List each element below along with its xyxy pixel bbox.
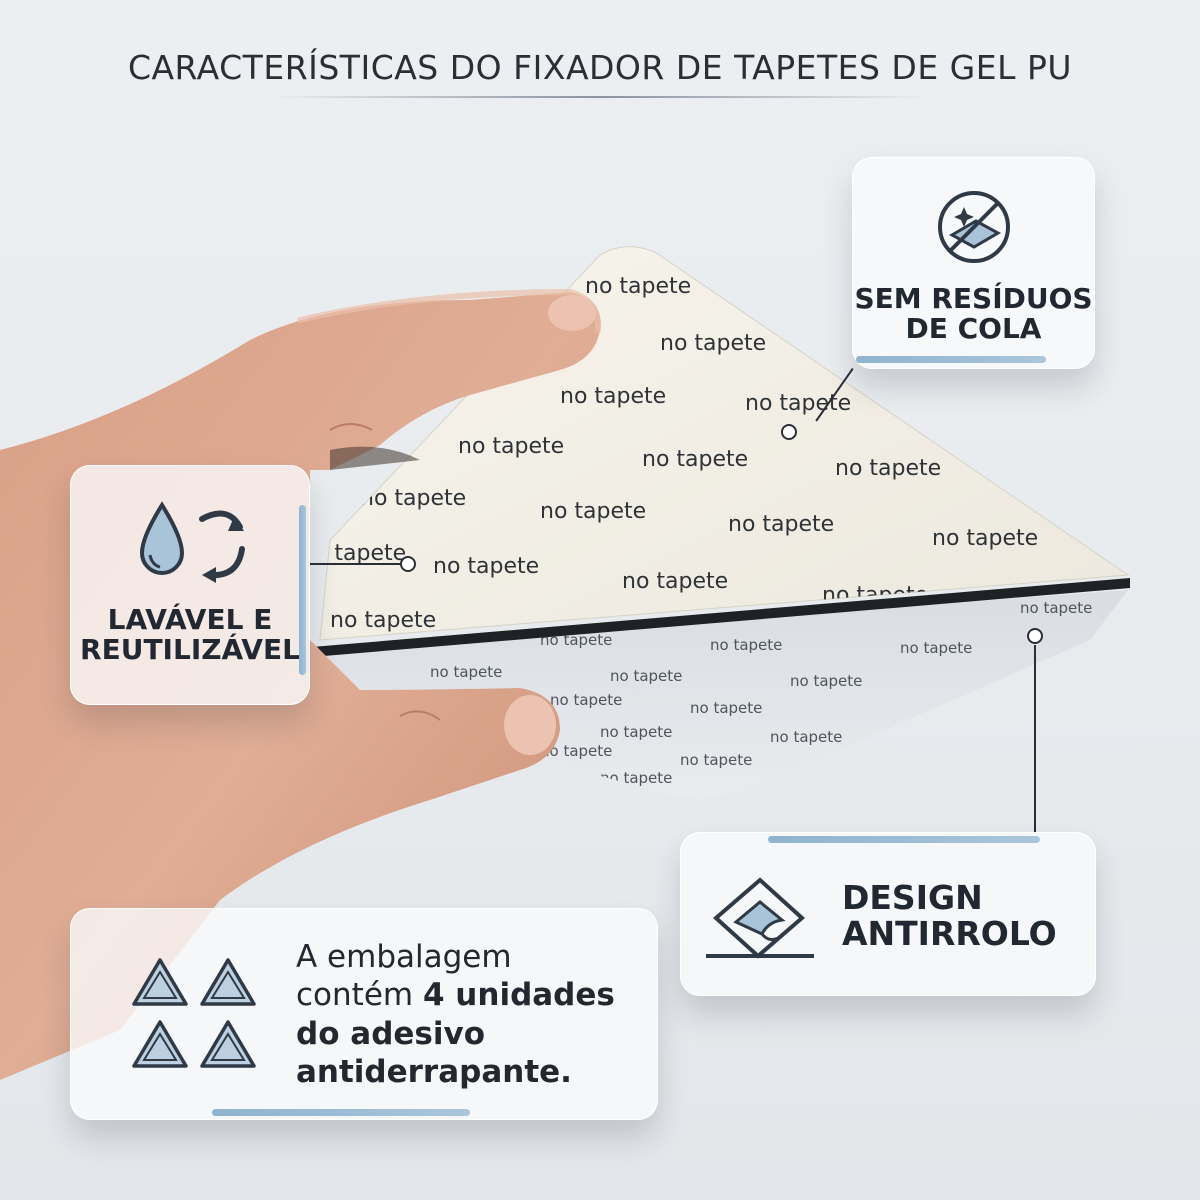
pad-print-text: no tapete [642, 447, 748, 472]
anti-roll-corner-icon [706, 877, 814, 959]
package-description: A embalagem contém 4 unidades do adesivo… [296, 938, 646, 1092]
connector-line-anti-roll [1034, 645, 1036, 833]
connector-line-washable [310, 563, 402, 565]
connector-dot-washable [400, 556, 416, 572]
feature-card-anti-roll: DESIGN ANTIRROLO [680, 832, 1096, 996]
pad-print-text: no tapete [430, 663, 502, 681]
water-drop-recycle-icon [139, 501, 245, 583]
pad-print-text: no tapete [710, 636, 782, 654]
pad-print-text: no tapete [458, 434, 564, 459]
washable-line2: REUTILIZÁVEL [80, 633, 300, 667]
pad-print-text: no tapete [680, 751, 752, 769]
feature-card-washable: LAVÁVEL E REUTILIZÁVEL [70, 465, 310, 705]
pad-print-text: no tapete [660, 331, 766, 356]
connector-dot-no-residue [781, 424, 797, 440]
pad-print-text: no tapete [790, 672, 862, 690]
pad-print-text: no tapete [728, 512, 834, 537]
accent-bar [212, 1109, 470, 1116]
pad-print-text: no tapete [900, 639, 972, 657]
pad-print-text: no tapete [585, 274, 691, 299]
package-text-2: contém [296, 977, 423, 1014]
pad-print-text: no tapete [690, 699, 762, 717]
pad-print-text: no tapete [622, 569, 728, 594]
pad-print-text: no tapete [550, 691, 622, 709]
package-text-1: A embalagem [296, 939, 512, 975]
pad-print-text: no tapete [932, 526, 1038, 551]
pad-print-text: no tapete [600, 769, 672, 787]
no-residue-icon [938, 191, 1010, 263]
page-title: CARACTERÍSTICAS DO FIXADOR DE TAPETES DE… [127, 48, 1073, 87]
pad-print-text: no tapete [300, 541, 406, 566]
anti-roll-line2: ANTIRROLO [842, 913, 1057, 953]
pad-print-text: no tapete [433, 554, 539, 579]
pad-print-text: no tapete [610, 667, 682, 685]
connector-dot-anti-roll [1027, 628, 1043, 644]
no-residue-line1: SEM RESÍDUOS [854, 282, 1093, 315]
pad-print-text: no tapete [540, 742, 612, 760]
anti-roll-line1: DESIGN [842, 878, 983, 917]
accent-bar [768, 836, 1040, 843]
package-quantity: 4 unidades [422, 977, 615, 1014]
no-residue-line2: DE COLA [905, 312, 1042, 346]
pad-print-text: no tapete [540, 499, 646, 524]
feature-card-package [70, 908, 658, 1120]
pad-print-text: no tapete [360, 486, 466, 511]
pad-print-text: no tapete [600, 723, 672, 741]
pad-print-text: no tapete [560, 384, 666, 409]
pad-print-text: no tapete [330, 608, 436, 633]
four-triangles-icon [132, 958, 256, 1068]
package-text-5: antiderrapante. [296, 1054, 572, 1091]
accent-bar [856, 356, 1046, 363]
washable-line1: LAVÁVEL E [107, 603, 273, 636]
pad-print-text: no tapete [770, 728, 842, 746]
title-divider [270, 96, 930, 98]
pad-print-text: no tapete [835, 456, 941, 481]
pad-print-text: no tapete [1020, 599, 1092, 617]
accent-bar-vertical [299, 505, 306, 675]
feature-card-no-residue: SEM RESÍDUOS DE COLA [852, 157, 1095, 369]
package-text-4: do adesivo [296, 1015, 485, 1052]
